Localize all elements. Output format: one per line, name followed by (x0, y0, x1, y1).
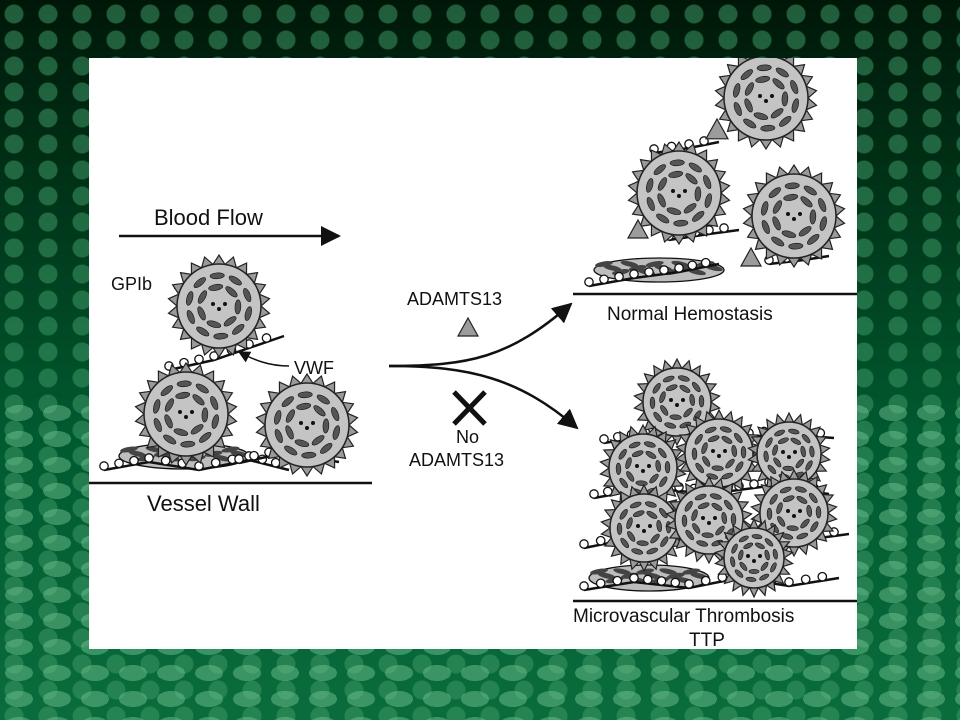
platelet-thrombus-2 (599, 423, 687, 513)
branch-arrow-normal (388, 302, 573, 368)
platelet-thrombus-4 (747, 411, 831, 497)
platelet-thrombus-8 (713, 517, 795, 599)
microvascular-thrombosis-label: Microvascular Thrombosis (573, 606, 794, 627)
platelet-left-lower (134, 361, 238, 467)
adamts13-triangle-normal-2 (626, 218, 650, 239)
vwf-adamts13-diagram: Blood Flow GPIb VWF Vessel Wall ADAMTS13… (89, 58, 857, 649)
vwf-strand-normal-base (584, 257, 720, 288)
adamts13-label: ADAMTS13 (407, 289, 502, 309)
adamts13-triangle-normal-1 (704, 117, 730, 140)
gpib-label: GPIb (111, 274, 152, 294)
platelet-thrombus-3 (675, 408, 763, 498)
ttp-label: TTP (689, 630, 725, 649)
adamts13-triangle-normal-3 (739, 246, 763, 267)
platelet-normal-right (742, 163, 846, 269)
adamts13-triangle-center (456, 316, 480, 337)
vwf-label: VWF (294, 358, 334, 378)
platelet-normal-top (714, 58, 818, 151)
blood-flow-label: Blood Flow (154, 205, 263, 230)
platelet-gpib (167, 253, 271, 359)
platelet-right-lower (255, 372, 359, 478)
normal-hemostasis-label: Normal Hemostasis (607, 304, 773, 325)
no-adamts13-label: ADAMTS13 (409, 450, 504, 470)
platelet-normal-mid (627, 140, 731, 246)
no-label: No (456, 427, 479, 447)
no-enzyme-x-icon (452, 390, 487, 426)
vwf-strand-wall (99, 451, 290, 472)
vessel-wall-label: Vessel Wall (147, 491, 260, 516)
vwf-pointer (237, 351, 290, 367)
branch-arrow-thrombosis (388, 364, 579, 430)
diagram-panel: Blood Flow GPIb VWF Vessel Wall ADAMTS13… (89, 58, 857, 649)
vwf-strand-thrombus-1 (579, 569, 840, 592)
platelet-thrombus-5 (600, 483, 688, 573)
